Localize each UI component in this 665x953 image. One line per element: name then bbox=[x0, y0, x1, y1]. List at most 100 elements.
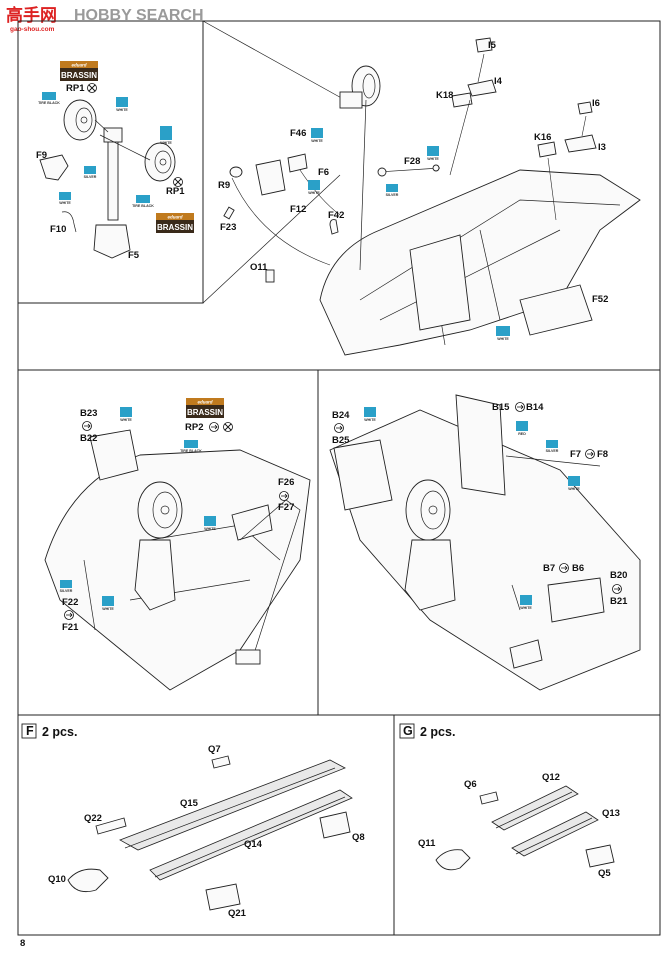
brassin-bottom-text: BRASSIN bbox=[61, 71, 97, 80]
label-f5: F5 bbox=[128, 250, 140, 261]
part-f7-rod bbox=[505, 455, 601, 467]
label-f8: F8 bbox=[597, 449, 608, 460]
glue-arrow-icon bbox=[82, 421, 92, 431]
label-f26: F26 bbox=[278, 477, 294, 488]
label-rp1-a: RP1 bbox=[66, 83, 85, 94]
svg-text:WHITE: WHITE bbox=[520, 606, 532, 610]
paint-tag-white-3: WHITE bbox=[59, 192, 71, 205]
label-q11: Q11 bbox=[418, 838, 436, 849]
label-f22: F22 bbox=[62, 597, 78, 608]
part-i4 bbox=[467, 79, 497, 97]
paint-tag-silver-2: SILVER bbox=[386, 184, 399, 197]
part-q10 bbox=[67, 868, 109, 893]
label-b24: B24 bbox=[332, 410, 350, 421]
part-q15 bbox=[119, 759, 346, 851]
label-q5: Q5 bbox=[598, 868, 611, 879]
svg-text:TIRE BLACK: TIRE BLACK bbox=[132, 204, 154, 208]
label-q6: Q6 bbox=[464, 779, 477, 790]
label-o11: O11 bbox=[250, 262, 268, 273]
svg-text:WHITE: WHITE bbox=[160, 141, 172, 145]
svg-text:SILVER: SILVER bbox=[84, 175, 97, 179]
label-q15: Q15 bbox=[180, 798, 199, 809]
svg-text:WHITE: WHITE bbox=[497, 337, 509, 341]
svg-text:WHITE: WHITE bbox=[308, 191, 320, 195]
part-q5 bbox=[585, 844, 615, 868]
part-f28 bbox=[377, 167, 441, 173]
label-f28: F28 bbox=[404, 156, 420, 167]
paint-tag-silver-4: SILVER bbox=[546, 440, 559, 453]
box-g-qty: 2 pcs. bbox=[420, 725, 455, 739]
label-f12: F12 bbox=[290, 204, 306, 215]
svg-text:eduard: eduard bbox=[167, 215, 182, 220]
callout-main-gear: eduard BRASSIN ed bbox=[36, 61, 194, 261]
wing-underside-left bbox=[44, 449, 311, 691]
bottom-panel-frame bbox=[17, 714, 661, 936]
label-i5: I5 bbox=[488, 40, 497, 51]
part-f52 bbox=[519, 284, 593, 336]
middle-left-assembly: eduard BRASSIN WHITE TIRE BLACK WHITE SI… bbox=[44, 398, 311, 691]
part-i5 bbox=[475, 37, 493, 53]
brassin-logo-2: eduard BRASSIN bbox=[156, 213, 194, 233]
label-i4: I4 bbox=[494, 76, 503, 87]
svg-text:SILVER: SILVER bbox=[546, 449, 559, 453]
svg-text:WHITE: WHITE bbox=[116, 108, 128, 112]
box-g-letter-frame bbox=[399, 723, 415, 739]
label-q14: Q14 bbox=[244, 839, 263, 850]
fuselage-underside bbox=[319, 169, 641, 356]
svg-text:SILVER: SILVER bbox=[386, 193, 399, 197]
part-q13 bbox=[511, 811, 599, 857]
paint-tag-white-2: WHITE bbox=[160, 126, 172, 145]
brassin-logo-1: eduard BRASSIN bbox=[60, 61, 98, 81]
label-q22: Q22 bbox=[84, 813, 102, 824]
glue-arrow-icon bbox=[515, 402, 525, 412]
label-rp2: RP2 bbox=[185, 422, 203, 433]
paint-tag-silver-3: SILVER bbox=[60, 580, 73, 593]
svg-text:WHITE: WHITE bbox=[59, 201, 71, 205]
part-k16 bbox=[537, 141, 557, 158]
label-f52: F52 bbox=[592, 294, 608, 305]
svg-text:eduard: eduard bbox=[197, 400, 212, 405]
paint-tag-white-13: WHITE bbox=[520, 595, 532, 610]
glue-arrow-icon bbox=[279, 491, 289, 501]
svg-text:WHITE: WHITE bbox=[311, 139, 323, 143]
callout-frame bbox=[17, 20, 204, 304]
no-glue-icon bbox=[223, 422, 233, 432]
watermark: 高手网 HOBBY SEARCH gao-shou.com bbox=[6, 5, 204, 33]
part-f6 bbox=[287, 153, 308, 173]
part-i3 bbox=[564, 134, 597, 153]
brassin-top-text: eduard bbox=[71, 63, 86, 68]
wheel-rp1-b bbox=[144, 142, 176, 182]
label-b7: B7 bbox=[543, 563, 555, 574]
label-f46: F46 bbox=[290, 128, 306, 139]
svg-text:WHITE: WHITE bbox=[204, 527, 216, 531]
box-f: F 2 pcs. Q7 Q15 Q22 Q8 Q14 Q10 Q21 bbox=[21, 723, 365, 919]
part-q22 bbox=[95, 817, 127, 835]
svg-text:BRASSIN: BRASSIN bbox=[187, 408, 223, 417]
svg-text:TIRE BLACK: TIRE BLACK bbox=[38, 101, 60, 105]
watermark-url: gao-shou.com bbox=[10, 26, 55, 33]
svg-text:SILVER: SILVER bbox=[60, 589, 73, 593]
part-b15-door bbox=[455, 394, 506, 496]
strut-f5 bbox=[93, 119, 151, 259]
label-b6: B6 bbox=[572, 563, 584, 574]
part-o11 bbox=[265, 269, 275, 283]
watermark-cn-text: 高手网 bbox=[6, 5, 57, 26]
glue-arrow-icon bbox=[64, 610, 74, 620]
label-f10: F10 bbox=[50, 224, 66, 235]
paint-tag-white-4: WHITE bbox=[311, 128, 323, 143]
part-pad bbox=[235, 649, 261, 665]
glue-arrow-icon bbox=[334, 423, 344, 433]
glue-arrow-icon bbox=[585, 449, 595, 459]
panel-frames bbox=[17, 20, 661, 936]
part-q6 bbox=[479, 791, 499, 805]
bay-door bbox=[409, 234, 471, 331]
main-wheel-left bbox=[137, 481, 183, 539]
label-k18: K18 bbox=[436, 90, 453, 101]
main-bay-assembly: WHITE WHITE WHITE SILVER WHITE I5 I4 K18… bbox=[218, 37, 641, 356]
glue-arrow-icon bbox=[209, 422, 219, 432]
part-b24-door bbox=[333, 439, 393, 511]
paint-tag-white-12: WHITE bbox=[568, 476, 580, 491]
part-q21 bbox=[205, 883, 241, 911]
part-q7 bbox=[211, 755, 231, 769]
